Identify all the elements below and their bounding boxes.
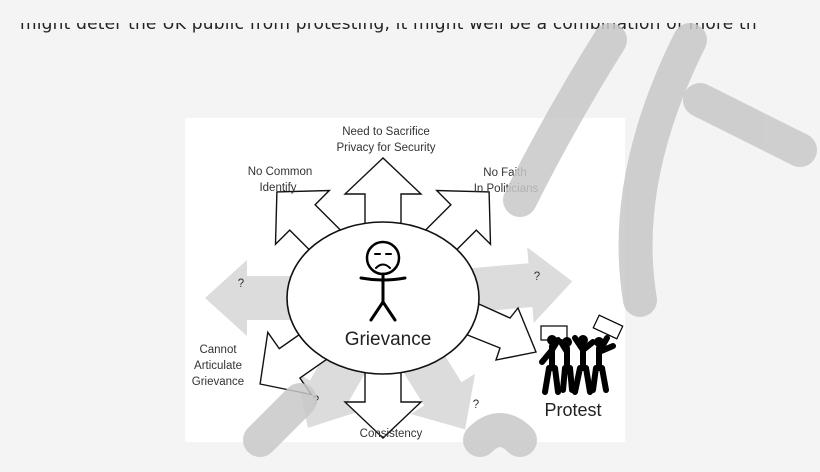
label-question-right: ? (534, 271, 540, 283)
grievance-diagram: Grievance Need to Sacrifice Privacy for … (192, 126, 624, 440)
label-articulate-line3: Grievance (192, 376, 244, 388)
label-common-line2: Identify (259, 182, 296, 194)
watermark-stroke (683, 83, 817, 167)
label-question-left: ? (238, 278, 244, 290)
label-articulate-line2: Articulate (194, 360, 242, 372)
label-articulate-line1: Cannot (199, 344, 237, 356)
label-question-downright: ? (473, 399, 479, 411)
label-question-downleft: ? (313, 395, 319, 407)
diagram-panel: Grievance Need to Sacrifice Privacy for … (185, 118, 625, 442)
label-consistency: Consistency (360, 428, 423, 440)
label-faith-line2: In Politicians (474, 183, 539, 195)
cropped-text: might deter the UK public from protestin… (20, 23, 757, 34)
label-faith-line1: No Faith (483, 167, 526, 179)
protest-crowd-icon (539, 314, 624, 395)
label-common-line1: No Common (248, 166, 313, 178)
sad-stick-figure-icon (359, 240, 407, 322)
grievance-label: Grievance (345, 329, 432, 350)
watermark-stroke (618, 23, 707, 317)
label-sacrifice-line1: Need to Sacrifice (342, 126, 430, 138)
cropped-text-line: might deter the UK public from protestin… (20, 23, 820, 37)
protest-label: Protest (544, 400, 601, 420)
label-sacrifice-line2: Privacy for Security (336, 142, 435, 154)
